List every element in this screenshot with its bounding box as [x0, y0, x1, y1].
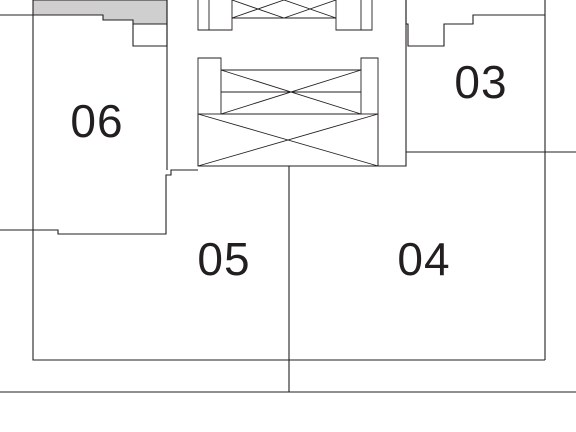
- core-outline: [166, 0, 407, 170]
- outer-lines: [0, 14, 576, 393]
- unit-03-label: 03: [454, 56, 507, 108]
- unit-04-label: 04: [397, 233, 450, 285]
- unit-06-label: 06: [70, 95, 123, 147]
- upper-stair: [197, 0, 373, 31]
- unit-06-outline[interactable]: [32, 0, 198, 235]
- unit-05-label: 05: [197, 233, 250, 285]
- shaded-area: [32, 0, 168, 25]
- elevator-core: [197, 57, 379, 167]
- unit-03-outline[interactable]: [405, 0, 576, 360]
- units-04-05-outline[interactable]: [32, 166, 545, 392]
